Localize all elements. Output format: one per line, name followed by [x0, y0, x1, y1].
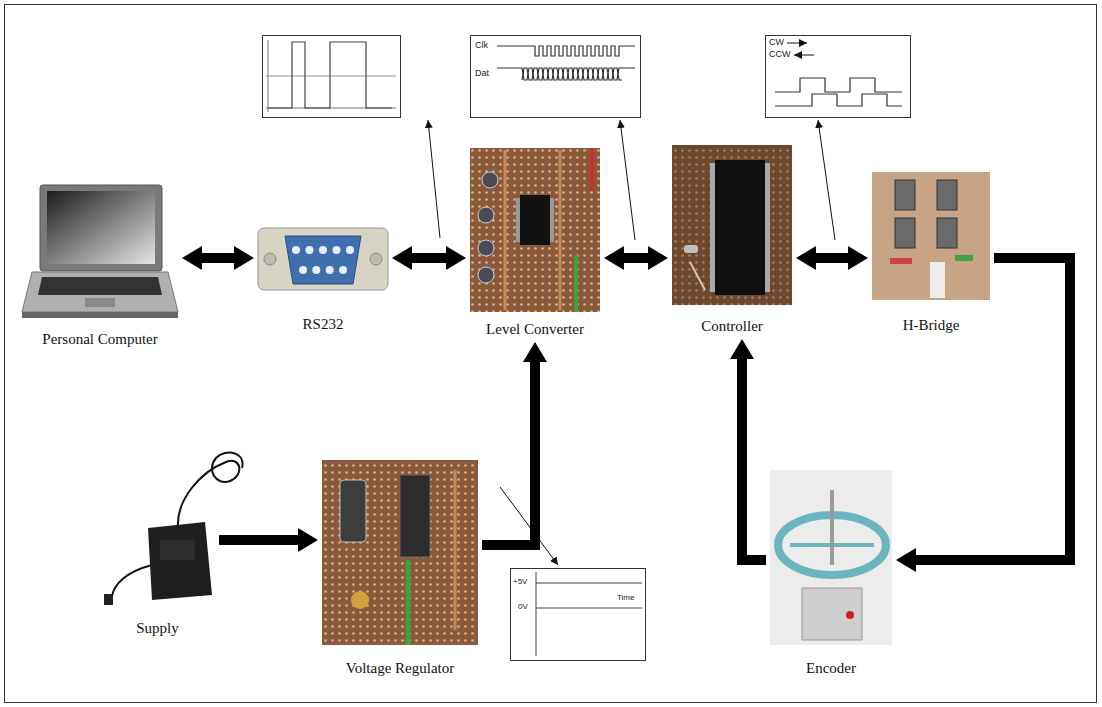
photo-node: Level Converter — [470, 148, 600, 338]
signal-arrow — [202, 253, 234, 263]
h-bridge-board — [872, 172, 990, 300]
signal-label: Clk — [475, 41, 488, 50]
component-caption: Encoder — [806, 659, 856, 677]
component-caption: RS232 — [303, 315, 344, 333]
component-caption: Voltage Regulator — [346, 659, 454, 677]
signal-label: 0V — [518, 603, 528, 611]
photo-node: Personal Computer — [22, 183, 178, 348]
frame-border — [5, 5, 1097, 703]
photo-node: H-Bridge — [872, 172, 990, 334]
signal-arrow — [219, 535, 298, 545]
supply-voltage-inset — [511, 569, 646, 661]
power-adapter-illustration — [104, 453, 243, 605]
signal-arrow — [412, 253, 446, 263]
waveform-inset — [263, 36, 401, 118]
component-caption: Supply — [136, 619, 179, 637]
signal-label: Time — [617, 594, 634, 602]
photo-node: RS232 — [258, 222, 388, 333]
signal-arrow — [816, 253, 848, 263]
db9-connector-illustration — [258, 228, 388, 290]
photo-node: Encoder — [770, 470, 892, 677]
signal-label: +5V — [513, 578, 527, 586]
signal-arrow — [624, 253, 648, 263]
signal-arrow — [742, 359, 766, 560]
controller-board — [672, 145, 792, 305]
photo-node: Controller — [672, 145, 792, 335]
laptop-illustration — [22, 185, 178, 318]
encoder-illustration — [770, 470, 892, 645]
signal-label: Dat — [475, 69, 489, 78]
signal-label: CCW — [769, 50, 791, 59]
quadrature-inset — [766, 36, 911, 118]
component-caption: H-Bridge — [903, 316, 960, 334]
signal-arrow — [482, 362, 535, 545]
signal-arrow — [916, 258, 1070, 560]
signal-label: CW — [769, 38, 784, 47]
leader-arrows — [428, 120, 835, 565]
voltage-regulator-board — [322, 460, 478, 645]
component-caption: Personal Computer — [42, 330, 157, 348]
photo-node: Supply — [100, 448, 215, 637]
component-caption: Controller — [701, 317, 763, 335]
serial-timing-inset — [471, 36, 641, 118]
component-caption: Level Converter — [486, 320, 584, 338]
photo-node: Voltage Regulator — [322, 460, 478, 677]
level-converter-board — [470, 148, 600, 312]
